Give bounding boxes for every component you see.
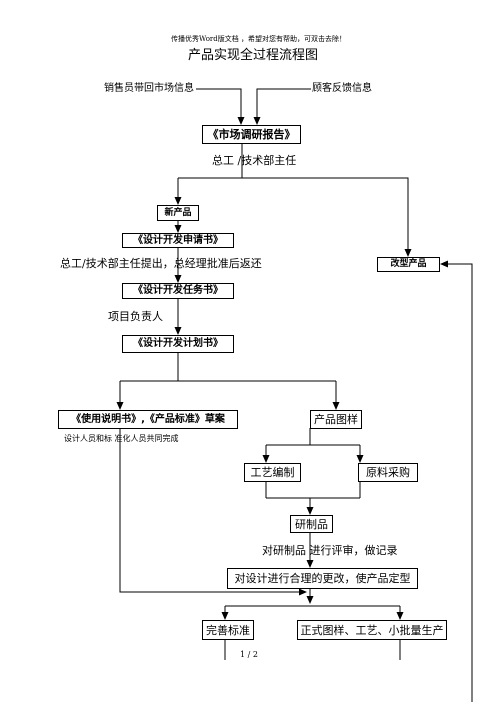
page-title: 产品实现全过程流程图	[188, 48, 319, 63]
label-review: 对研制品 进行评审，做记录	[262, 544, 398, 557]
node-formal-production: 正式图样、工艺、小批量生产	[297, 620, 447, 640]
node-process-prep: 工艺编制	[244, 463, 301, 482]
node-complete-standard: 完善标准	[202, 620, 254, 640]
node-manual-standard: 《使用说明书》,《产品标准》草案	[58, 410, 238, 429]
node-dev-application: 《设计开发申请书》	[122, 233, 234, 248]
header-note: 传播优秀Word版文档 ，希望对您有帮助，可双击去除！	[171, 35, 346, 43]
input-customer: 顾客反馈信息	[312, 83, 372, 94]
node-dev-task: 《设计开发任务书》	[122, 283, 234, 299]
node-finalize: 对设计进行合理的更改，使产品定型	[227, 568, 418, 589]
node-new-product: 新产品	[157, 205, 199, 221]
input-sales: 销售员带回市场信息	[104, 83, 194, 94]
label-joint-completion: 设计人员和标 准化人员共同完成	[64, 434, 179, 443]
label-project-lead: 项目负责人	[108, 310, 163, 323]
label-approval: 总工/技术部主任提出，总经理批准后返还	[60, 257, 262, 270]
node-prototype: 研制品	[290, 515, 333, 533]
label-chief-engineer: 总工 /技术部主任	[212, 154, 297, 167]
node-improve-product: 改型产品	[377, 257, 440, 272]
page-number: 1 / 2	[240, 650, 258, 659]
node-product-drawing: 产品图样	[310, 410, 362, 429]
node-market-report: 《市场调研报告》	[202, 125, 301, 144]
node-dev-plan: 《设计开发计划书》	[122, 335, 234, 353]
node-material-purchase: 原料采购	[358, 463, 418, 482]
